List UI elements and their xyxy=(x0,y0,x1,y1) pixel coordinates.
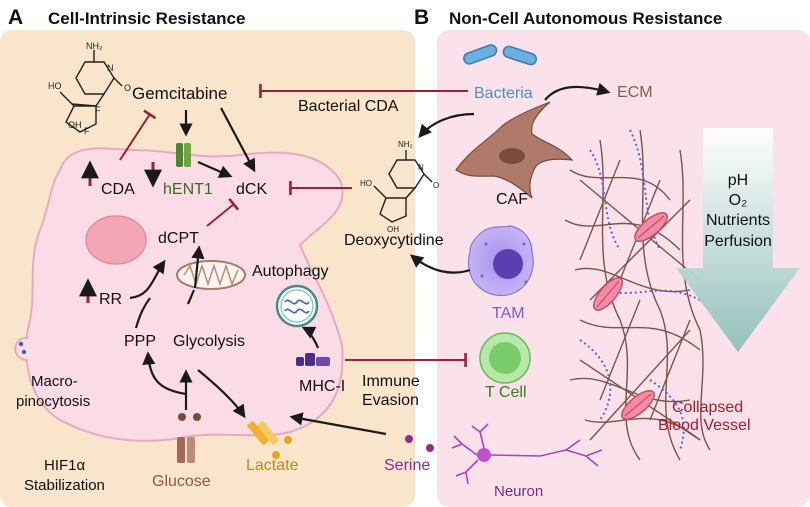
mol-ho-label: HO xyxy=(48,81,62,91)
hent1-to-dck-arrow xyxy=(197,160,233,178)
gemcitabine-molecule-icon xyxy=(59,50,123,133)
autophagy-label: Autophagy xyxy=(252,263,329,280)
mol-o-label: O xyxy=(124,83,131,93)
deoxy-o-label: O xyxy=(433,181,439,190)
cda-inhibits-gem xyxy=(119,109,157,161)
macropinocytosis-label-2: pinocytosis xyxy=(16,393,90,410)
mitochondrion-icon xyxy=(176,260,246,290)
t-cell-label: T Cell xyxy=(485,384,527,401)
mito-to-dcpt-arrow xyxy=(191,245,205,289)
panel-a-title: Cell-Intrinsic Resistance xyxy=(48,9,245,28)
tam-granule-4 xyxy=(524,280,528,284)
gemcitabine-label: Gemcitabine xyxy=(132,84,227,103)
gradient-label-nutrients: Nutrients xyxy=(706,212,770,229)
deoxy-n-label: N xyxy=(418,163,424,172)
lactate-transporter-icon xyxy=(247,421,279,445)
deoxy-ho-label: HO xyxy=(360,179,372,188)
mol-f-label-1: F xyxy=(95,105,101,115)
autophagosome-icon xyxy=(275,284,319,328)
macropinocytosis-label-1: Macro- xyxy=(31,373,78,390)
ppp-to-rr-line xyxy=(134,297,151,329)
lactate-label: Lactate xyxy=(246,457,299,474)
collapsed-blood-vessel-2 xyxy=(593,277,623,311)
ppp-label: PPP xyxy=(124,333,156,350)
glucose-to-ppp-arrow xyxy=(142,351,187,396)
tam-granule-3 xyxy=(480,274,484,278)
glycolysis-to-mito-line xyxy=(186,289,196,305)
serine-label: Serine xyxy=(384,457,430,474)
macropinocytosis-vesicle-1 xyxy=(18,341,24,347)
mol-oh-label: OH xyxy=(68,120,82,130)
lactate-molecule-1 xyxy=(284,436,292,444)
mhc-i-label: MHC-I xyxy=(299,378,345,395)
mol-n-label: N xyxy=(107,63,114,73)
bacteria-to-deoxycytidine-arrow xyxy=(418,112,475,139)
deoxy-nh2-label: NH₂ xyxy=(398,140,413,149)
dcpt-inhibits-dck xyxy=(206,198,240,227)
immune-evasion-label-1: Immune xyxy=(362,373,420,390)
rr-label: RR xyxy=(99,291,122,308)
glucose-transporter-icon xyxy=(177,437,195,463)
mhc-i-icon xyxy=(296,353,330,366)
bacterial-cda-label: Bacterial CDA xyxy=(298,98,399,115)
glucose-molecule-1 xyxy=(178,413,186,421)
collapsed-blood-vessel-1 xyxy=(634,212,668,242)
mhc-to-autophagy-arrow xyxy=(301,326,320,349)
serine-molecule-1 xyxy=(405,435,413,443)
bacteria-icon xyxy=(463,44,538,66)
collapsed-blood-vessel-3 xyxy=(621,390,655,420)
tam-granule-1 xyxy=(484,242,488,246)
tam-to-deoxycytidine-arrow xyxy=(409,254,471,274)
collapsed-vessel-label-2: Blood Vessel xyxy=(658,417,751,434)
deoxy-oh-label: OH xyxy=(387,225,399,234)
tam-nucleus xyxy=(493,249,523,279)
gem-to-dck-arrow xyxy=(220,107,256,173)
glucose-label: Glucose xyxy=(152,473,211,490)
ecm-label: ECM xyxy=(617,84,653,101)
dck-label: dCK xyxy=(236,181,267,198)
mol-nh2-label: NH₂ xyxy=(86,41,103,51)
t-cell-nucleus xyxy=(489,342,521,374)
bacteria-label: Bacteria xyxy=(474,85,533,102)
gradient-label-o2: O₂ xyxy=(729,192,748,209)
stabilization-label: Stabilization xyxy=(24,477,105,494)
glycolysis-to-lactate-arrow xyxy=(197,369,246,419)
ecm-blue-fibers xyxy=(579,129,701,451)
rr-to-dcpt-arrow xyxy=(129,259,166,300)
tam-granule-2 xyxy=(522,242,526,246)
nucleus xyxy=(85,215,147,265)
neuron-icon xyxy=(451,423,603,485)
panel-a-letter: A xyxy=(8,6,23,29)
deoxycytidine-molecule-icon xyxy=(373,150,433,223)
macropinocytosis-pocket xyxy=(14,336,29,361)
neuron-label: Neuron xyxy=(494,483,543,500)
serine-to-lactate-arrow xyxy=(289,412,387,436)
mol-f-label-2: F xyxy=(84,126,90,136)
bacteria-to-ecm-arrow xyxy=(544,82,611,101)
lactate-molecule-2 xyxy=(272,451,280,459)
immune-evasion-label-2: Evasion xyxy=(362,392,419,409)
gradient-label-perfusion: Perfusion xyxy=(704,233,772,250)
deoxycytidine-label: Deoxycytidine xyxy=(344,232,444,249)
gradient-label-ph: pH xyxy=(728,172,748,189)
panel-b-letter: B xyxy=(414,6,429,29)
glycolysis-label: Glycolysis xyxy=(173,333,245,350)
panel-b-title: Non-Cell Autonomous Resistance xyxy=(449,9,722,28)
macropinocytosis-vesicle-2 xyxy=(21,349,27,355)
hent1-transporter-icon xyxy=(176,143,191,167)
hent1-label: hENT1 xyxy=(163,181,213,198)
dcpt-label: dCPT xyxy=(158,230,199,247)
serine-molecule-2 xyxy=(426,444,434,452)
glucose-molecule-2 xyxy=(193,413,201,421)
caf-label: CAF xyxy=(496,191,528,208)
caf-nucleus xyxy=(499,148,525,164)
hif1a-label: HIF1α xyxy=(44,457,86,474)
collapsed-vessel-label-1: Collapsed xyxy=(672,399,743,416)
tam-label: TAM xyxy=(492,305,525,322)
gradient-arrow xyxy=(676,128,800,352)
cda-label: CDA xyxy=(101,181,135,198)
